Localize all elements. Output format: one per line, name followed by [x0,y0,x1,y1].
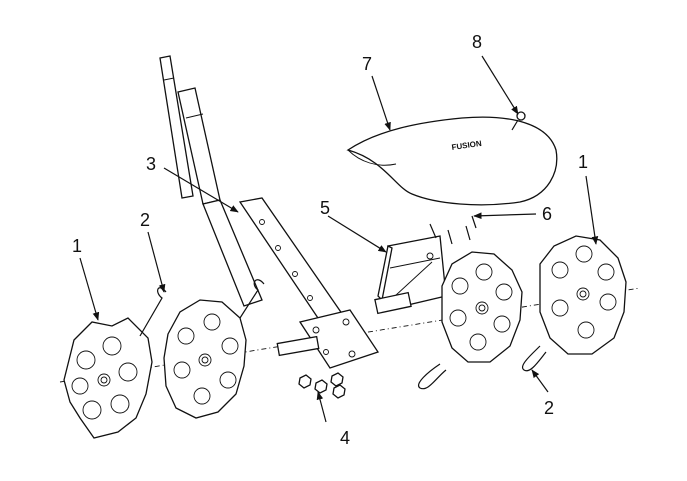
screw [511,111,526,131]
hairpin-lower-right [418,363,447,390]
callout-2-left: 2 [140,210,150,230]
callout-5: 5 [320,198,330,218]
callout-7: 7 [362,54,372,74]
leader-lines [79,55,599,423]
callout-3: 3 [146,154,156,174]
bolts-group [429,215,477,245]
star-wheel-far-right [539,235,627,355]
hairpin-center [239,279,265,319]
callout-2-right: 2 [544,398,554,418]
axle-centerline [59,287,641,383]
hairpin-right [522,345,547,372]
brand-mark: FUSION [451,139,482,152]
shield-cover: FUSION [346,116,558,206]
shank-bracket [374,235,447,315]
star-wheel-far-left [63,317,153,439]
nuts-group [298,372,346,399]
hairpin-left [139,287,167,337]
callout-1-left: 1 [72,236,82,256]
star-wheel-center-right [441,251,523,363]
star-wheel-center-left [163,299,247,419]
axle-bracket [276,309,380,369]
callout-6: 6 [542,204,552,224]
callout-4: 4 [340,428,350,448]
callout-8: 8 [472,32,482,52]
callout-1-right: 1 [578,152,588,172]
handle-tube [159,55,347,325]
